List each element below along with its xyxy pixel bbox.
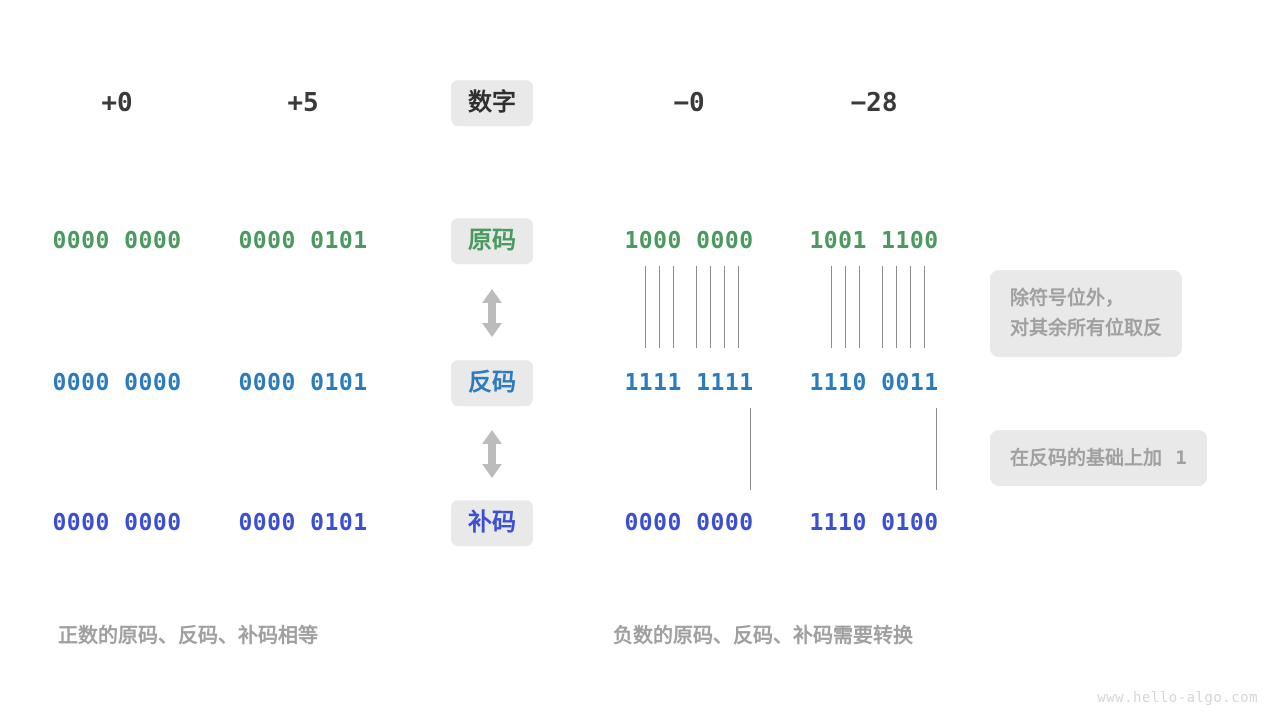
note-add-one-value: 1 bbox=[1175, 447, 1187, 469]
connector-line bbox=[859, 266, 860, 348]
row-label-twos-complement: 补码 bbox=[451, 500, 533, 546]
connector-line bbox=[724, 266, 725, 348]
twos-complement-cell-minus-zero: 0000 0000 bbox=[624, 510, 754, 536]
note-invert-bits-line1: 除符号位外， bbox=[1010, 287, 1125, 309]
original-code-cell-minus-zero: 1000 0000 bbox=[624, 228, 754, 254]
connector-line bbox=[936, 408, 937, 490]
note-add-one: 在反码的基础上加 1 bbox=[990, 430, 1207, 487]
twos-complement-cell-minus-twentyeight: 1110 0100 bbox=[809, 510, 939, 536]
double-arrow-icon-original-to-ones bbox=[477, 287, 507, 339]
original-code-cell-plus-zero: 0000 0000 bbox=[52, 228, 182, 254]
note-invert-bits-line2: 对其余所有位取反 bbox=[1010, 317, 1163, 340]
caption-positive: 正数的原码、反码、补码相等 bbox=[58, 623, 318, 647]
ones-complement-cell-minus-twentyeight: 1110 0011 bbox=[809, 370, 939, 396]
connector-line bbox=[645, 266, 646, 348]
ones-complement-cell-plus-zero: 0000 0000 bbox=[52, 370, 182, 396]
connector-line bbox=[750, 408, 751, 490]
double-arrow-icon-ones-to-twos bbox=[477, 428, 507, 480]
connector-line bbox=[882, 266, 883, 348]
connector-line bbox=[896, 266, 897, 348]
note-add-one-text: 在反码的基础上加 bbox=[1010, 447, 1163, 469]
twos-complement-cell-plus-zero: 0000 0000 bbox=[52, 510, 182, 536]
connector-line bbox=[696, 266, 697, 348]
header-value-minus-twentyeight: −28 bbox=[850, 88, 898, 118]
twos-complement-cell-plus-five: 0000 0101 bbox=[238, 510, 368, 536]
row-label-number: 数字 bbox=[451, 80, 533, 126]
note-invert-bits: 除符号位外， 对其余所有位取反 bbox=[990, 270, 1183, 357]
connector-line bbox=[738, 266, 739, 348]
connector-line bbox=[831, 266, 832, 348]
connector-line bbox=[924, 266, 925, 348]
connector-line bbox=[659, 266, 660, 348]
ones-complement-cell-plus-five: 0000 0101 bbox=[238, 370, 368, 396]
connector-line bbox=[910, 266, 911, 348]
connector-line bbox=[845, 266, 846, 348]
watermark: www.hello-algo.com bbox=[1097, 690, 1258, 706]
header-value-minus-zero: −0 bbox=[673, 88, 705, 118]
original-code-cell-plus-five: 0000 0101 bbox=[238, 228, 368, 254]
original-code-cell-minus-twentyeight: 1001 1100 bbox=[809, 228, 939, 254]
caption-negative: 负数的原码、反码、补码需要转换 bbox=[613, 623, 913, 647]
connector-line bbox=[673, 266, 674, 348]
header-value-plus-five: +5 bbox=[287, 88, 319, 118]
header-value-plus-zero: +0 bbox=[101, 88, 133, 118]
ones-complement-cell-minus-zero: 1111 1111 bbox=[624, 370, 754, 396]
connector-line bbox=[710, 266, 711, 348]
row-label-ones-complement: 反码 bbox=[451, 360, 533, 406]
row-label-original-code: 原码 bbox=[451, 218, 533, 264]
